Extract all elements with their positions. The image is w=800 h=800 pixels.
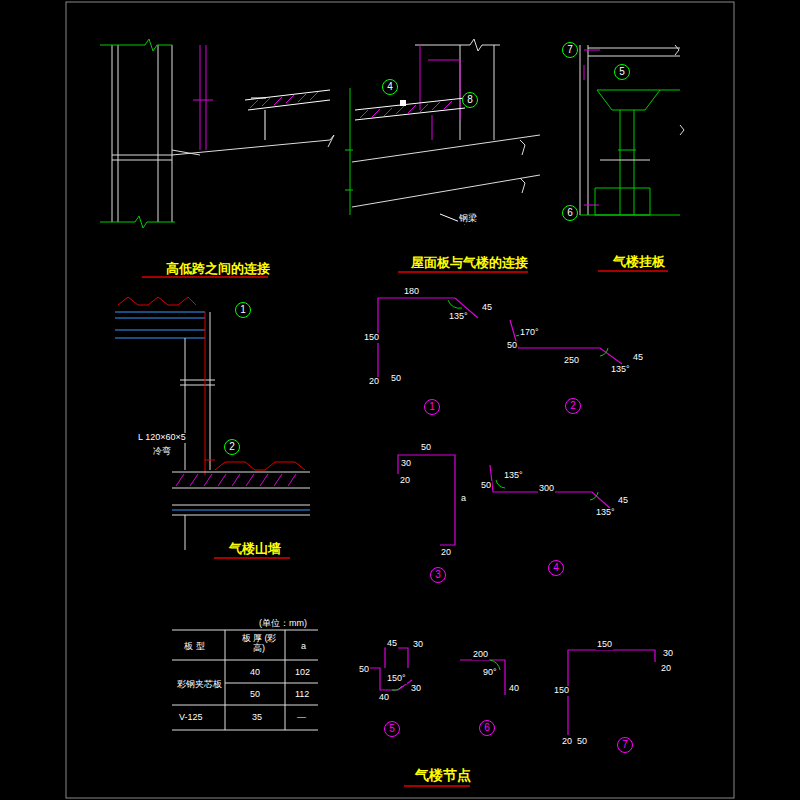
dimension: 20: [660, 664, 672, 674]
detail-label: 冷弯: [152, 447, 172, 457]
callout-circle: 4: [548, 560, 564, 576]
callout-number: 1: [429, 402, 435, 412]
dimension: 300: [538, 484, 555, 494]
dimension: 50: [358, 665, 370, 675]
dimension: 40: [508, 684, 520, 694]
table-cell: a: [300, 642, 307, 652]
dimension: 50: [420, 443, 432, 453]
detail-monitor-hanging-plate: [580, 45, 684, 215]
callout-number: 4: [553, 563, 559, 573]
dimension: 45: [632, 353, 644, 363]
dimension: 45: [386, 639, 398, 649]
callout-circle: 6: [562, 205, 578, 221]
dimension: 90°: [482, 668, 498, 678]
callout-circle: 1: [235, 302, 251, 318]
callout-circle: 5: [384, 721, 400, 737]
dimension: 30: [400, 459, 412, 469]
table-cell: V-125: [178, 713, 204, 723]
dimension: 30: [412, 640, 424, 650]
table-cell: 35: [251, 713, 263, 723]
callout-number: 7: [567, 45, 573, 55]
callout-number: 1: [240, 305, 246, 315]
dimension: 135°: [503, 471, 524, 481]
dimension: 45: [481, 303, 493, 313]
sheet-border: [66, 2, 734, 798]
callout-circle: 7: [617, 737, 633, 753]
detail-roof-to-monitor: [345, 39, 540, 224]
dimension: 20: [399, 476, 411, 486]
table-cell: 50: [249, 690, 261, 700]
detail-label: 气楼挂板: [612, 255, 666, 269]
detail-label: 高低跨之间的连接: [165, 262, 271, 276]
dimension: 50: [480, 481, 492, 491]
callout-circle: 7: [562, 42, 578, 58]
callout-number: 8: [467, 95, 473, 105]
table-cell: 板 型: [183, 642, 206, 652]
table-cell: 112: [294, 690, 310, 700]
dimension: 20: [561, 737, 573, 747]
title-underlines: [142, 271, 668, 786]
dimension: 20: [368, 377, 380, 387]
drawing-title: 气楼节点: [414, 768, 472, 783]
dimension: 150: [363, 333, 380, 343]
callout-circle: 2: [224, 439, 240, 455]
detail-high-low-span: [100, 39, 334, 228]
dimension: 170°: [519, 328, 540, 338]
table-cell: 彩钢夹芯板: [176, 680, 223, 690]
dimension: 20: [440, 548, 452, 558]
callout-number: 3: [435, 570, 441, 580]
table-cell: (单位：mm): [258, 619, 308, 629]
table-cell: 板 厚 (彩高): [238, 634, 280, 654]
table-cell: —: [296, 713, 307, 723]
dimension: 180: [403, 287, 420, 297]
table-cell: 102: [294, 668, 311, 678]
dimension: 150: [596, 640, 613, 650]
callout-number: 6: [567, 208, 573, 218]
dimension: 50: [390, 374, 402, 384]
dimension: 135°: [610, 365, 631, 375]
callout-circle: 4: [382, 79, 398, 95]
dimension: 150°: [386, 674, 407, 684]
dimension: 50: [506, 341, 518, 351]
callout-number: 5: [619, 67, 625, 77]
dimension: 45: [617, 496, 629, 506]
table-grid: [172, 630, 318, 730]
callout-number: 7: [622, 740, 628, 750]
callout-number: 2: [570, 401, 576, 411]
dimension: 250: [563, 356, 580, 366]
dimension: 135°: [448, 312, 469, 322]
dimension: 135°: [595, 508, 616, 518]
detail-label: 屋面板与气楼的连接: [410, 256, 529, 270]
callout-number: 4: [387, 82, 393, 92]
callout-circle: 5: [614, 64, 630, 80]
callout-circle: 3: [430, 567, 446, 583]
dimension: 200: [472, 650, 489, 660]
callout-number: 6: [484, 723, 490, 733]
dimension: 30: [662, 649, 674, 659]
detail-label: L 120×60×5: [137, 433, 187, 443]
dimension: 50: [576, 737, 588, 747]
callout-circle: 1: [424, 399, 440, 415]
callout-number: 2: [229, 442, 235, 452]
callout-circle: 6: [479, 720, 495, 736]
angle-arcs: [392, 300, 608, 690]
detail-monitor-gable: [115, 297, 310, 550]
dimension: 150: [553, 686, 570, 696]
callout-circle: 2: [565, 398, 581, 414]
detail-label: 气楼山墙: [228, 542, 282, 556]
dimension: a: [460, 494, 467, 504]
detail-label: 钢梁: [458, 214, 478, 224]
dimension: 30: [410, 684, 422, 694]
table-cell: 40: [249, 668, 261, 678]
callout-circle: 8: [462, 92, 478, 108]
dimension: 40: [378, 693, 390, 703]
callout-number: 5: [389, 724, 395, 734]
flashing-profiles: [365, 298, 655, 735]
